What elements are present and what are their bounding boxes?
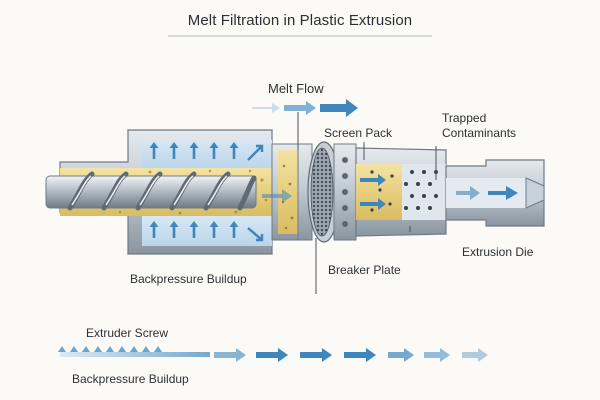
flow-arrows-body — [262, 174, 518, 210]
breaker-plate-assembly — [271, 141, 357, 243]
melt-particles-feed — [118, 169, 268, 215]
label-screen-pack: Screen Pack — [324, 126, 393, 140]
label-melt-flow: Melt Flow — [268, 81, 324, 96]
backpressure-arrows-top — [149, 142, 264, 161]
downstream-body — [355, 147, 447, 237]
backpressure-arrows-bottom — [149, 221, 264, 242]
label-backpressure-buildup-lower: Backpressure Buildup — [72, 372, 189, 386]
melt-flow-arrows — [252, 99, 358, 117]
label-backpressure-buildup-upper: Backpressure Buildup — [130, 272, 247, 286]
label-trapped-contaminants-2: Contaminants — [442, 126, 517, 140]
extruder-screw — [45, 171, 257, 211]
trapped-contaminants — [370, 170, 438, 212]
label-trapped-contaminants-1: Trapped — [442, 111, 487, 125]
leader-lines — [297, 112, 437, 294]
label-breaker-plate: Breaker Plate — [328, 263, 401, 277]
diagram-title: Melt Filtration in Plastic Extrusion — [187, 12, 413, 29]
label-extrusion-die: Extrusion Die — [462, 245, 534, 259]
label-extruder-screw: Extruder Screw — [86, 326, 169, 340]
legend-arrow-row — [58, 346, 488, 362]
